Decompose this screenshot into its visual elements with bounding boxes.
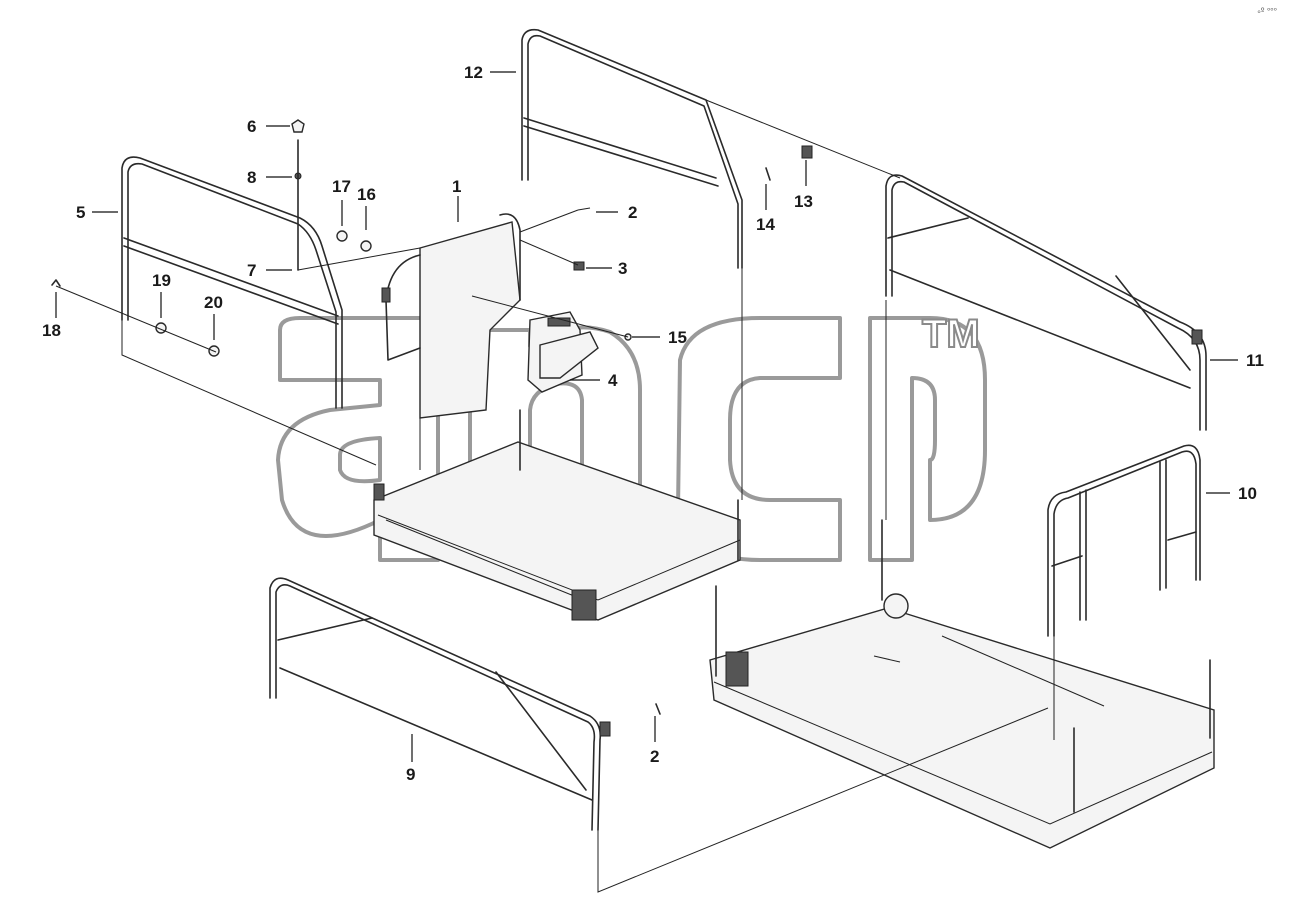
callout-5: 5 (76, 203, 86, 222)
callout-15: 15 (668, 328, 687, 347)
callout-7: 7 (247, 261, 257, 280)
rail-part-10 (1047, 444, 1201, 637)
callout-13: 13 (794, 192, 813, 211)
callout-18: 18 (42, 321, 61, 340)
rail-part-9 (269, 577, 611, 831)
platform-left (373, 409, 741, 621)
callout-19: 19 (152, 271, 171, 290)
watermark-tm: TM (921, 312, 981, 356)
callout-10: 10 (1238, 484, 1257, 503)
callout-11: 11 (1246, 351, 1264, 370)
explosion-lines (55, 99, 1055, 893)
platform-right (709, 519, 1215, 849)
callout-17: 17 (332, 177, 351, 196)
callout-20: 20 (204, 293, 223, 312)
callout-3: 3 (618, 259, 628, 278)
rail-part-12 (521, 28, 743, 269)
rail-part-11 (885, 174, 1207, 431)
callout-2: 2 (628, 203, 638, 222)
callout-4: 4 (608, 371, 618, 390)
leader-lines (55, 71, 1238, 762)
callout-2-lower: 2 (650, 747, 660, 766)
corner-mark: ₒº ᵒᵒᵒ (1257, 6, 1277, 15)
callout-6: 6 (247, 117, 257, 136)
hardware-parts (51, 119, 813, 715)
callout-9: 9 (406, 765, 416, 784)
callout-1: 1 (452, 177, 462, 196)
callout-16: 16 (357, 185, 376, 204)
callout-8: 8 (247, 168, 257, 187)
callout-12: 12 (464, 63, 483, 82)
callout-14: 14 (756, 215, 775, 234)
control-box-part-4 (527, 311, 599, 393)
